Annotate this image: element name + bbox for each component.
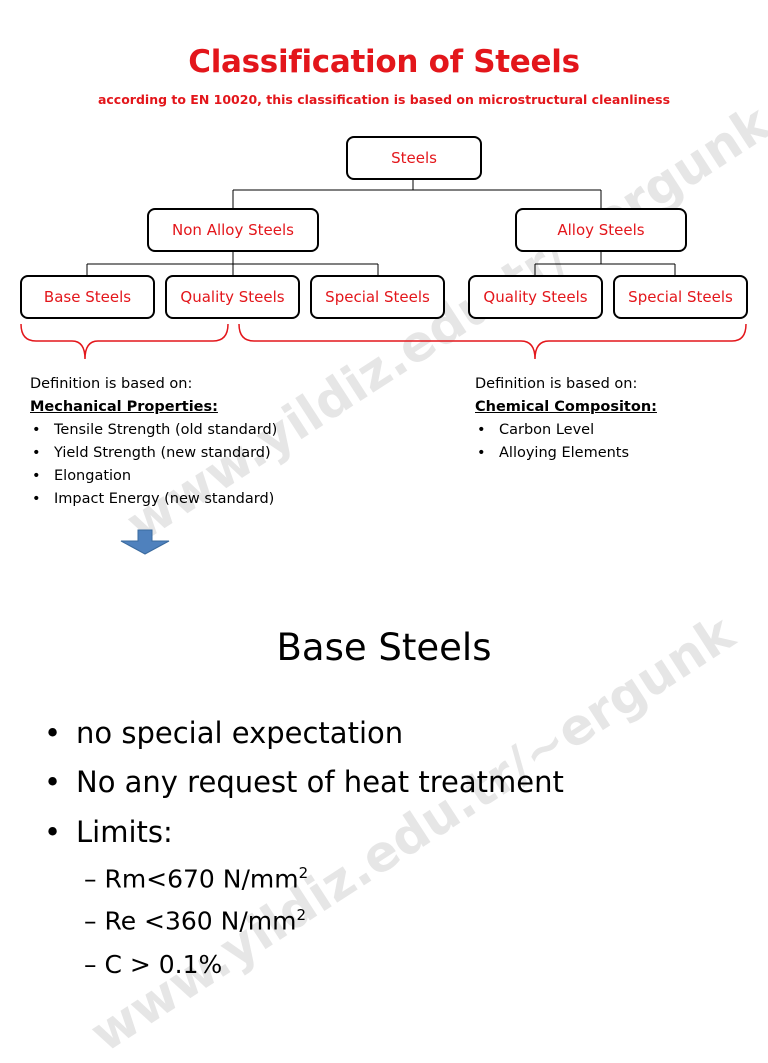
braces (20, 323, 747, 360)
list-item: Impact Energy (new standard) (30, 488, 360, 511)
page-subtitle: according to EN 10020, this classificati… (97, 92, 671, 107)
bullet-text: No any request of heat treatment (76, 765, 564, 799)
definition-left-list: Tensile Strength (old standard) Yield St… (30, 419, 360, 511)
definition-left-intro: Definition is based on: (30, 376, 193, 392)
node-non-alloy-steels: Non Alloy Steels (147, 208, 319, 252)
definition-right-heading: Chemical Compositon: (475, 399, 657, 415)
node-steels: Steels (346, 136, 482, 180)
node-alloy-special-steels: Special Steels (613, 275, 748, 319)
limit-item: – Rm<670 N/mm2 (84, 864, 309, 894)
tree-connectors (20, 180, 747, 555)
node-non-alloy-special-steels: Special Steels (310, 275, 445, 319)
limit-text: C > 0.1% (104, 950, 223, 979)
definition-left: Definition is based on: Mechanical Prope… (30, 373, 360, 511)
definition-right: Definition is based on: Chemical Composi… (475, 373, 745, 465)
definition-right-intro: Definition is based on: (475, 376, 638, 392)
list-item: Elongation (30, 465, 360, 488)
bullet-text: no special expectation (76, 716, 404, 750)
limit-superscript: 2 (296, 906, 307, 924)
list-item: Yield Strength (new standard) (30, 442, 360, 465)
limit-superscript: 2 (298, 864, 309, 882)
node-alloy-steels: Alloy Steels (515, 208, 687, 252)
left-brace (20, 323, 229, 360)
down-arrow-icon (120, 529, 170, 555)
slide-title: Base Steels (276, 626, 492, 669)
node-base-steels: Base Steels (20, 275, 155, 319)
definition-left-heading: Mechanical Properties: (30, 399, 218, 415)
limit-text: Rm<670 N/mm (104, 864, 299, 894)
definition-right-list: Carbon Level Alloying Elements (475, 419, 745, 465)
list-item: Tensile Strength (old standard) (30, 419, 360, 442)
list-item: Alloying Elements (475, 442, 745, 465)
page-title: Classification of Steels (188, 44, 580, 80)
node-non-alloy-quality-steels: Quality Steels (165, 275, 300, 319)
list-item: Carbon Level (475, 419, 745, 442)
node-alloy-quality-steels: Quality Steels (468, 275, 603, 319)
limit-item: – Re <360 N/mm2 (84, 906, 307, 936)
limit-text: Re <360 N/mm (104, 906, 297, 936)
bullet-text: Limits: (76, 815, 173, 849)
limit-item: – C > 0.1% (84, 950, 223, 979)
right-brace (238, 323, 747, 360)
